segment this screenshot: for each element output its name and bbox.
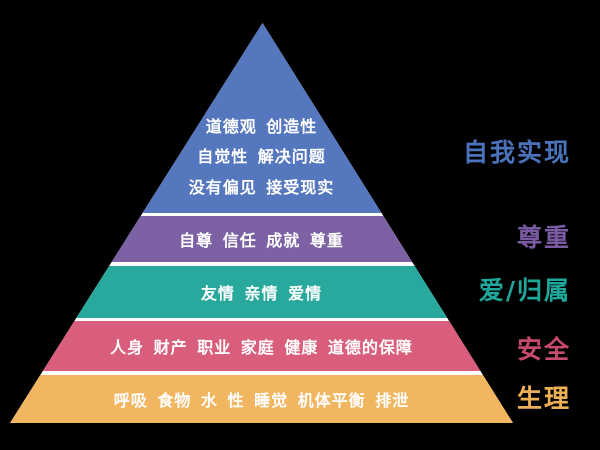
level-text-line: 道德观 创造性 [205,117,318,136]
level-text-line: 友情 亲情 爱情 [200,283,323,303]
level-text-line: 呼吸 食物 水 性 睡觉 机体平衡 排泄 [113,390,410,410]
side-label-love-belonging: 爱/归属 [478,276,571,305]
pyramid-level-physiological: 呼吸 食物 水 性 睡觉 机体平衡 排泄 [10,374,513,423]
side-label-self-actualization: 自我实现 [462,138,571,167]
pyramid-level-safety: 人身 财产 职业 家庭 健康 道德的保障 [10,321,513,371]
side-label-physiological: 生理 [516,384,571,413]
side-labels-column: 自我实现 尊重 爱/归属 安全 生理 [411,0,571,450]
level-text-line: 没有偏见 接受现实 [188,178,335,197]
side-label-esteem: 尊重 [516,223,571,252]
level-text-line: 人身 财产 职业 家庭 健康 道德的保障 [110,338,413,357]
side-label-safety: 安全 [516,335,571,364]
level-text-line: 自觉性 解决问题 [197,147,326,166]
level-text-line: 自尊 信任 成就 尊重 [179,231,344,250]
